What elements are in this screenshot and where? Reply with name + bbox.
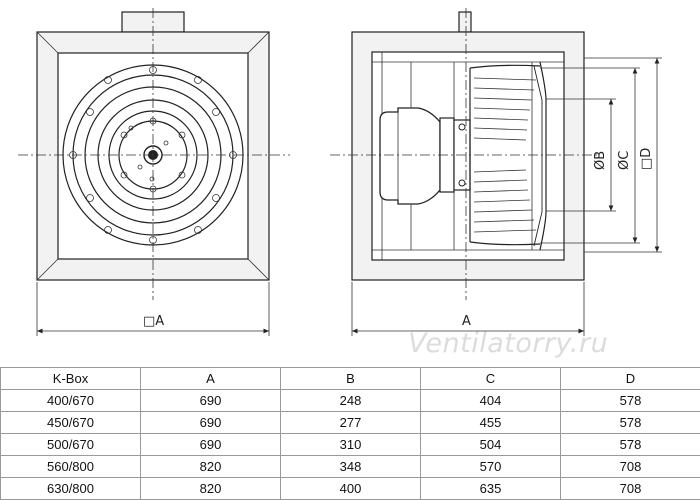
table-cell: 635 bbox=[420, 477, 561, 500]
table-cell: 277 bbox=[280, 411, 421, 434]
table-cell: 690 bbox=[140, 389, 281, 412]
table-cell: 248 bbox=[280, 389, 421, 412]
side-view: ØB ØC □D A bbox=[330, 8, 662, 336]
motor-body bbox=[379, 107, 441, 205]
table-cell: 578 bbox=[560, 411, 700, 434]
table-cell: 450/670 bbox=[0, 411, 141, 434]
dimensions-table: K-Box A B C D 400/670 690 248 404 578 45… bbox=[0, 367, 700, 500]
table-cell: 820 bbox=[140, 455, 281, 478]
table-cell: 310 bbox=[280, 433, 421, 456]
header-k-box: K-Box bbox=[0, 367, 141, 390]
table-row: 500/670 690 310 504 578 bbox=[0, 433, 700, 456]
dimension-d-label: □D bbox=[639, 148, 654, 170]
table-row: 400/670 690 248 404 578 bbox=[0, 389, 700, 412]
table-cell: 578 bbox=[560, 389, 700, 412]
technical-drawing: .ln { fill: none; stroke: #222; stroke-w… bbox=[18, 8, 662, 336]
header-d: D bbox=[560, 367, 700, 390]
dimension-c-label: ØC bbox=[617, 151, 632, 170]
table-cell: 570 bbox=[420, 455, 561, 478]
table-cell: 400 bbox=[280, 477, 421, 500]
dimension-a-label: □A bbox=[143, 314, 164, 329]
table-row: 560/800 820 348 570 708 bbox=[0, 455, 700, 478]
table-cell: 348 bbox=[280, 455, 421, 478]
table-row: 630/800 820 400 635 708 bbox=[0, 477, 700, 500]
dimension-b-label: ØB bbox=[593, 151, 608, 170]
table-header-row: K-Box A B C D bbox=[0, 367, 700, 390]
table-cell: 708 bbox=[560, 455, 700, 478]
table-cell: 630/800 bbox=[0, 477, 141, 500]
table-cell: 690 bbox=[140, 411, 281, 434]
table-cell: 500/670 bbox=[0, 433, 141, 456]
table-cell: 504 bbox=[420, 433, 561, 456]
table-cell: 404 bbox=[420, 389, 561, 412]
table-cell: 708 bbox=[560, 477, 700, 500]
table-cell: 400/670 bbox=[0, 389, 141, 412]
table-row: 450/670 690 277 455 578 bbox=[0, 411, 700, 434]
table-cell: 455 bbox=[420, 411, 561, 434]
front-view: □A bbox=[18, 8, 290, 336]
table-cell: 690 bbox=[140, 433, 281, 456]
header-c: C bbox=[420, 367, 561, 390]
header-b: B bbox=[280, 367, 421, 390]
dimension-a-depth-label: A bbox=[462, 314, 471, 329]
header-a: A bbox=[140, 367, 281, 390]
table-cell: 820 bbox=[140, 477, 281, 500]
table-cell: 578 bbox=[560, 433, 700, 456]
inlet-cone bbox=[539, 61, 547, 251]
watermark: Ventilatorry.ru bbox=[408, 328, 609, 359]
table-cell: 560/800 bbox=[0, 455, 141, 478]
shaft-stub bbox=[458, 11, 472, 33]
